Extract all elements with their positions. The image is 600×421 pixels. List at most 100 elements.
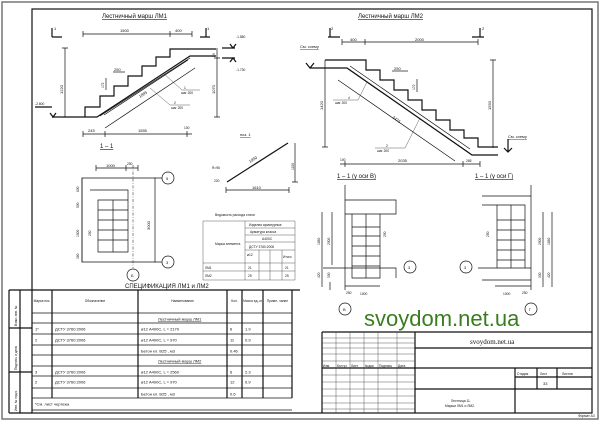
spec-cell: ДСТУ 3760:2006 — [55, 327, 86, 332]
bar-number: 4 — [348, 96, 350, 100]
dim: 1885 — [138, 89, 149, 98]
table-title: Ведомость расхода стали — [215, 213, 255, 217]
level-mark: -2.600 — [35, 102, 45, 106]
spec-cell: 11 — [230, 338, 235, 343]
dim: R=96 — [212, 166, 220, 170]
dim: 400 — [350, 37, 357, 42]
spec-cell: Лестничный марш ЛМ2 — [158, 359, 202, 364]
spec-header-cell: Масса ед.,кг — [243, 299, 262, 303]
bar-pos1-detail: поз. 1 1950 1100 1610 R=96 220 — [212, 132, 298, 193]
axis-marker: 3 — [166, 260, 169, 265]
spec-cell: 0.9 — [245, 380, 251, 385]
dim: 2000 — [327, 237, 331, 245]
dim: 50 — [212, 53, 216, 57]
dim: 250 — [486, 231, 490, 237]
spec-cell: ДСТУ 3760:2006 — [55, 380, 86, 385]
specification-table: СПЕЦИФИКАЦИЯ ЛМ1 и ЛМ2 Марка поз.Обознач… — [32, 284, 300, 411]
dim: 265 — [466, 159, 472, 163]
steel-consumption-table: Ведомость расхода стали Марка элемента И… — [202, 213, 296, 281]
tb-col: Изм. — [323, 364, 330, 368]
dim: 380 — [76, 253, 80, 259]
dim: 1550 — [487, 100, 492, 110]
spec-cell: 2.3 — [245, 370, 251, 375]
title-block: Изм. Кол.уч Лист №док Подпись Дата svoyd… — [321, 331, 595, 418]
lm2-title: Лестничный марш ЛМ2 — [358, 13, 424, 20]
section-mark: 2 — [331, 26, 334, 31]
tb-col: Дата — [398, 364, 405, 368]
header: ø12 — [247, 253, 253, 257]
tb-col: Подпись — [379, 364, 392, 368]
dim: 1420 — [319, 100, 324, 110]
spec-header: Марка поз. — [33, 299, 51, 304]
section-mark: 1 — [207, 26, 210, 31]
spec-cell: 12 — [230, 380, 235, 385]
stamp-label: Взам. инв. № — [14, 305, 18, 326]
dim: 100 — [184, 126, 190, 130]
plan-title: 1 – 1 (у оси В) — [337, 174, 376, 180]
dim: 300 — [327, 272, 331, 278]
dim: 1880 — [317, 237, 321, 245]
section-mark: 1 — [54, 26, 57, 31]
spec-header-cell: Кол. — [231, 299, 238, 304]
dim: 2475 — [391, 115, 402, 125]
axis-marker: В — [343, 307, 346, 312]
cell: 21 — [248, 266, 252, 270]
spec-cell: 6 — [230, 327, 233, 332]
dim: 1500 — [76, 229, 80, 237]
header: А400С — [262, 237, 273, 241]
spec-cell: ø12 А400С, L = 2560 — [141, 370, 180, 375]
header: Изделия арматурные — [249, 223, 282, 227]
dim: 220 — [214, 179, 220, 183]
dim: 250 — [522, 291, 528, 295]
tb-sheets: Листов — [562, 372, 573, 376]
dim: 172 — [101, 82, 105, 88]
pos1-title: поз. 1 — [240, 132, 251, 137]
tb-format: Формат А3 — [578, 414, 595, 418]
dim: 1100 — [291, 163, 295, 170]
axis-marker: Г — [529, 307, 532, 312]
lm1-elevation: Лестничный марш ЛМ1 1 1 1500 400 1885 12… — [35, 13, 246, 137]
axis-marker: 5 — [166, 176, 169, 181]
bar-step: шаг 200 — [181, 91, 193, 95]
header: ДСТУ 3760:2006 — [249, 245, 274, 249]
dim: 1070 — [211, 84, 216, 94]
cell: 21 — [285, 266, 289, 270]
axis-marker: 3 — [464, 265, 467, 270]
spec-cell: ø12 А400С, L = 970 — [141, 338, 178, 343]
spec-title: СПЕЦИФИКАЦИЯ ЛМ1 и ЛМ2 — [125, 284, 209, 290]
spec-cell: 6 — [230, 370, 233, 375]
header: Марка элемента — [215, 242, 240, 246]
spec-header: Кол. — [231, 299, 238, 304]
dim: 1000 — [360, 292, 368, 296]
dim: 3000 — [146, 220, 151, 230]
plan-at-axis-g: 1 – 1 (у оси Г) 2000 1880 250 300 420 10… — [459, 174, 553, 316]
dim: 245 — [88, 128, 95, 133]
spec-cell: 0.6 — [230, 392, 236, 397]
dim: 420 — [317, 272, 321, 278]
see-scheme-note: См. схему — [508, 134, 527, 139]
plan-title: 1 – 1 — [100, 144, 114, 150]
bar-step: шаг 200 — [377, 149, 389, 153]
cell: ЛМ2 — [205, 274, 212, 278]
tb-col: Кол.уч — [337, 364, 347, 368]
dim: 2000 — [415, 37, 425, 42]
dim: 400 — [175, 28, 182, 33]
dim: 1555 — [138, 128, 148, 133]
dim: 300 — [538, 272, 542, 278]
plan-1-1: 1 – 1 1000 250 3000 800 500 1500 250 380… — [76, 144, 175, 282]
section-mark: 2 — [482, 26, 485, 31]
dim: 420 — [547, 272, 551, 278]
stamp-label: Подпись и дата — [14, 346, 18, 370]
tb-name: Марши ЛМ1 и ЛМ2. — [445, 404, 475, 408]
spec-header: Наименование — [171, 299, 194, 304]
spec-header-cell: Приме- чание — [267, 299, 288, 303]
spec-cell: 0.46 — [230, 349, 239, 354]
level-mark: -1.580 — [236, 35, 246, 39]
dim: 1610 — [252, 185, 262, 190]
dim: 1000 — [106, 163, 116, 168]
spec-cell: ø12 А400С, L = 2170 — [141, 327, 180, 332]
spec-cell: 2 — [35, 380, 38, 385]
lm2-elevation: Лестничный марш ЛМ2 2 2 400 2000 2475 14… — [300, 13, 527, 167]
spec-cell: 0.9 — [245, 338, 251, 343]
